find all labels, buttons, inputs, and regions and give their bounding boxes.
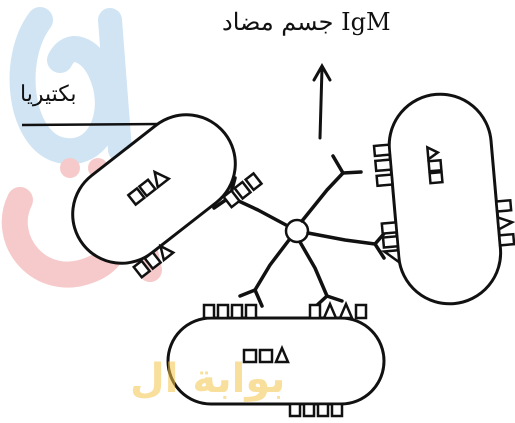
antigen-group: [372, 143, 515, 265]
bacterium-right: [372, 92, 515, 306]
antigen-group: [126, 169, 264, 280]
igm-arm: [298, 240, 329, 298]
bacteria-label: بكتيريا: [20, 82, 77, 107]
igm-arm: [253, 238, 291, 292]
igm-antibody: [212, 154, 390, 309]
watermark-text: بوابة ال: [130, 356, 286, 402]
igm-arm: [300, 171, 345, 223]
antibody-label: جسم مضاد IgM: [222, 8, 391, 36]
igm-central-core: [284, 218, 310, 244]
igm-arm: [306, 231, 377, 246]
antigen-group: [202, 300, 368, 418]
bacterium-upper-left: [71, 113, 264, 280]
label-arrow: [312, 62, 332, 140]
bacterium-bottom: [166, 300, 386, 418]
bacteria-pointer-line: [21, 122, 161, 127]
